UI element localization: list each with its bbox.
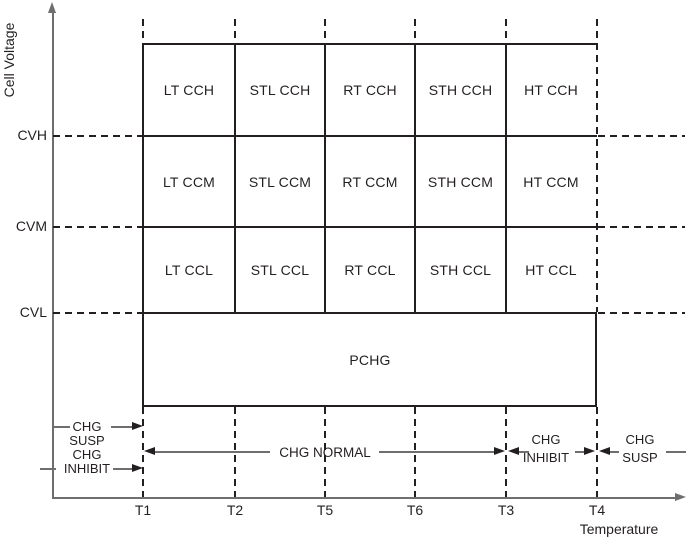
t2-dashed-top [234,19,236,43]
x-axis-line [52,497,676,499]
susp-span-arrowhead-icon [599,447,610,455]
cell-rt-cch: RT CCH [343,82,397,98]
y-tick-cvl: CVL [19,304,47,320]
label-chg-inhibit-right-line1: CHG [531,432,561,447]
cvl-dashed-right [598,312,685,314]
cell-lt-ccm: LT CCM [162,173,216,190]
grid-cvh-line [143,135,597,137]
t1-dashed-top [142,19,144,43]
inhibit-span-line-right [575,451,585,453]
label-chg-susp-right-line2: SUSP [622,450,658,465]
t5-dashed-top [324,19,326,43]
y-tick-cvm: CVM [15,218,47,234]
susp-span-line-left [610,451,619,453]
y-axis-title: Cell Voltage [1,22,17,98]
label-chg-inhibit-right: CHG INHIBIT [511,431,581,467]
grid-t2-line [234,43,236,314]
t3-dashed-bottom [505,407,507,497]
grid-t6-line [414,43,416,314]
grid-cvm-line [143,226,597,228]
label-chg-inhibit-left: CHG INHIBIT [57,448,117,476]
x-axis-title: Temperature [579,521,659,537]
cell-rt-ccm: RT CCM [342,173,398,190]
cell-lt-ccl: LT CCL [164,262,214,278]
susp-arrowhead-icon [132,422,143,430]
normal-right-arrowhead-icon [494,447,505,455]
pchg-right-edge [595,312,597,407]
x-axis-arrowhead-icon [675,493,686,501]
grid-t3-line [505,43,507,314]
x-tick-t2: T2 [226,502,244,518]
cvm-dashed-left [53,226,143,228]
cvm-dashed-right [598,226,685,228]
t4-dashed-bottom [596,407,598,497]
susp-leader-line [53,426,70,428]
cell-sth-ccl: STH CCL [429,262,492,278]
label-chg-inhibit-left-line1: CHG [72,447,102,462]
label-chg-susp-left-line2: SUSP [69,433,105,448]
cell-rt-ccl: RT CCL [344,262,396,278]
cell-sth-cch: STH CCH [428,82,493,98]
cell-ht-cch: HT CCH [524,82,578,98]
y-axis-line [52,10,54,498]
t5-dashed-bottom [324,407,326,497]
normal-line-right [379,451,494,453]
x-tick-t3: T3 [497,502,515,518]
inhibit-arrowhead-icon [132,464,143,472]
inhibit-span-left-arrowhead-icon [508,447,519,455]
t4-dashed-upper [596,19,598,312]
grid-top-line [143,43,597,45]
susp-arrow-line [111,426,133,428]
inhibit-span-right-arrowhead-icon [584,447,595,455]
grid-bottom-line [143,405,597,407]
cell-ht-ccm: HT CCM [523,173,579,190]
y-tick-cvh: CVH [17,127,47,143]
t1-dashed-bottom [142,407,144,497]
t6-dashed-top [414,19,416,43]
label-chg-susp-right-line1: CHG [625,432,655,447]
grid-left-edge [142,43,144,407]
y-axis-arrowhead-icon [48,2,56,13]
cell-ht-ccl: HT CCL [525,262,577,278]
t3-dashed-top [505,19,507,43]
label-chg-susp-left: CHG SUSP [57,420,117,448]
label-chg-inhibit-left-line2: INHIBIT [63,461,111,476]
cvl-dashed-left [53,312,143,314]
label-chg-inhibit-right-line2: INHIBIT [522,450,570,465]
grid-t5-line [324,43,326,314]
x-tick-t4: T4 [588,502,606,518]
normal-left-arrowhead-icon [144,447,155,455]
cell-sth-ccm: STH CCM [427,173,494,190]
inhibit-arrow-line [113,468,133,470]
x-tick-t6: T6 [406,502,424,518]
label-chg-susp-right: CHG SUSP [605,431,675,467]
cvh-dashed-left [53,135,143,137]
inhibit-leader-line [40,468,56,470]
x-tick-t5: T5 [316,502,334,518]
label-chg-susp-left-line1: CHG [72,419,102,434]
x-tick-t1: T1 [134,502,152,518]
normal-line-left [155,451,270,453]
cell-pchg: PCHG [349,351,391,368]
susp-span-line-right [666,451,686,453]
cell-stl-cch: STL CCH [249,82,311,98]
cvh-dashed-right [598,135,685,137]
inhibit-span-line-left [519,451,529,453]
cell-stl-ccm: STL CCM [248,173,312,190]
cell-stl-ccl: STL CCL [250,262,310,278]
grid-cvl-line [143,312,597,314]
label-chg-normal: CHG NORMAL [279,445,371,460]
cell-lt-cch: LT CCH [163,82,215,98]
